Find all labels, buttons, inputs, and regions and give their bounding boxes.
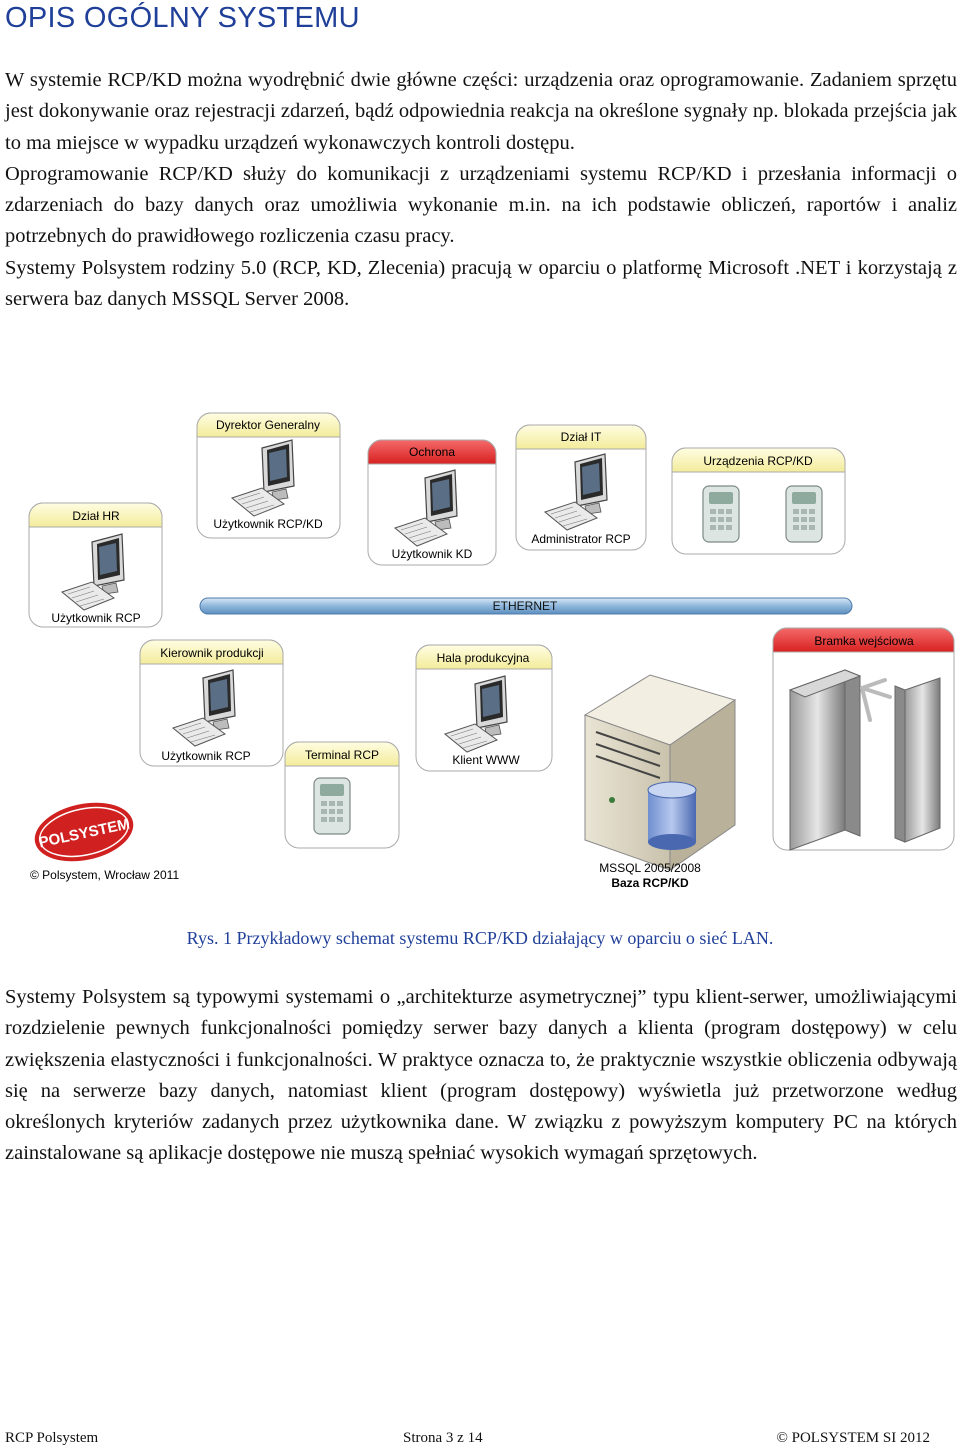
- node-terminal: Terminal RCP: [284, 741, 400, 849]
- node-bramka: Bramka wejściowa: [772, 627, 955, 851]
- ethernet-bus: ETHERNET: [199, 597, 853, 615]
- node-title: Dyrektor Generalny: [216, 418, 320, 432]
- node-dzial-it: Dział IT Administrator RCP: [515, 424, 647, 551]
- node-sublabel: Użytkownik RCP: [161, 749, 250, 763]
- footer-page-number: Strona 3 z 14: [403, 1430, 483, 1446]
- node-title: Dział HR: [72, 509, 120, 523]
- copyright-note: © Polsystem, Wrocław 2011: [30, 868, 179, 882]
- architecture-text: Systemy Polsystem są typowymi systemami …: [5, 982, 957, 1170]
- figure-caption: Rys. 1 Przykładowy schemat systemu RCP/K…: [186, 928, 774, 948]
- terminal-icon: [785, 485, 823, 543]
- node-kierownik: Kierownik produkcji Użytkownik RCP: [139, 639, 284, 767]
- terminal-icon: [313, 777, 351, 835]
- polsystem-logo: POLSYSTEM: [34, 802, 134, 862]
- node-title: Dział IT: [561, 430, 602, 444]
- node-title: Kierownik produkcji: [160, 646, 263, 660]
- node-title: Terminal RCP: [305, 748, 379, 762]
- node-sublabel: Użytkownik KD: [392, 547, 473, 561]
- intro-paragraph: Systemy Polsystem rodziny 5.0 (RCP, KD, …: [5, 256, 957, 311]
- node-urzadzenia: Urządzenia RCP/KD: [671, 447, 846, 555]
- server-db-label: Baza RCP/KD: [611, 876, 689, 890]
- intro-paragraph: W systemie RCP/KD można wyodrębnić dwie …: [5, 69, 957, 154]
- node-sublabel: Administrator RCP: [531, 532, 630, 546]
- node-title: Ochrona: [409, 445, 455, 459]
- node-sublabel: Klient WWW: [452, 753, 520, 767]
- node-dzial-hr: Dział HR Użytkownik RCP: [28, 502, 163, 628]
- intro-text: W systemie RCP/KD można wyodrębnić dwie …: [5, 65, 957, 315]
- network-diagram: ETHERNET Dyrektor Generalny Użytkownik R…: [28, 412, 955, 890]
- terminal-icon: [702, 485, 740, 543]
- ethernet-label: ETHERNET: [493, 599, 558, 613]
- footer-right: © POLSYSTEM SI 2012: [776, 1430, 930, 1446]
- server-name: MSSQL 2005/2008: [599, 861, 701, 875]
- node-sublabel: Użytkownik RCP: [51, 611, 140, 625]
- turnstile-icon: [788, 669, 941, 851]
- node-title: Urządzenia RCP/KD: [703, 454, 813, 468]
- node-dyrektor: Dyrektor Generalny Użytkownik RCP/KD: [196, 412, 341, 539]
- node-hala: Hala produkcyjna Klient WWW: [415, 644, 553, 772]
- node-ochrona: Ochrona Użytkownik KD: [367, 439, 497, 566]
- footer-left: RCP Polsystem: [5, 1430, 99, 1446]
- node-title: Hala produkcyjna: [437, 651, 530, 665]
- intro-paragraph: Oprogramowanie RCP/KD służy do komunikac…: [5, 162, 957, 248]
- node-sublabel: Użytkownik RCP/KD: [213, 517, 323, 531]
- page-heading: OPIS OGÓLNY SYSTEMU: [5, 2, 360, 34]
- database-icon: [647, 781, 697, 850]
- architecture-paragraph: Systemy Polsystem są typowymi systemami …: [5, 986, 957, 1165]
- node-title: Bramka wejściowa: [814, 634, 914, 648]
